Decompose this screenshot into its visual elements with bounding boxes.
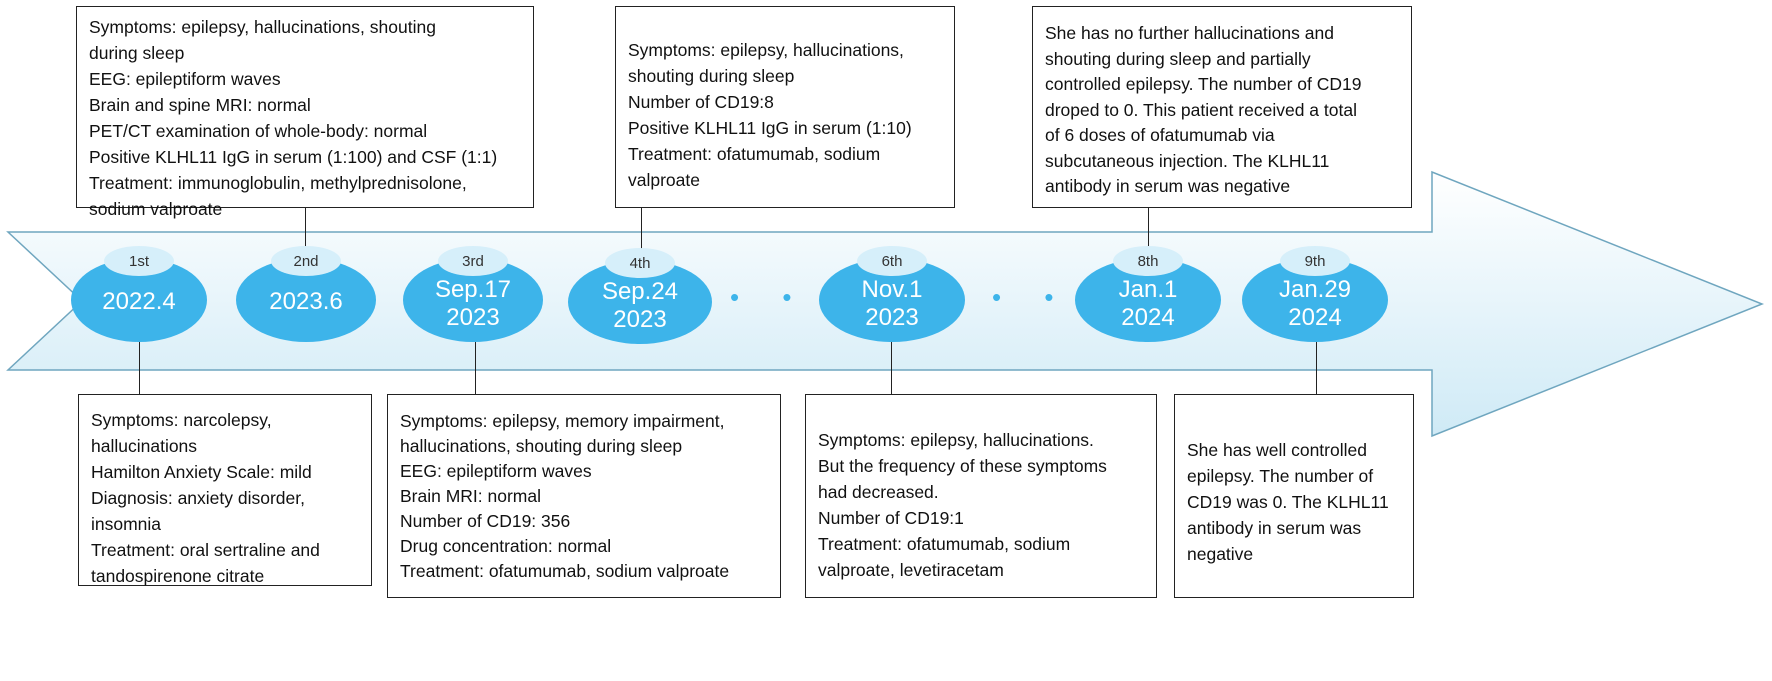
- order-label: 8th: [1113, 246, 1183, 276]
- order-label: 6th: [857, 246, 927, 276]
- connector-bottom-6th: [891, 342, 892, 422]
- connector-top-2nd: [305, 208, 306, 256]
- node-date: 2022.4: [102, 288, 176, 315]
- node-date: Nov.1 2023: [861, 276, 923, 331]
- timeline-node-9th: 9th Jan.29 2024: [1242, 246, 1388, 342]
- order-label: 9th: [1280, 246, 1350, 276]
- connector-bottom-3rd: [475, 342, 476, 410]
- node-date: 2023.6: [269, 288, 343, 315]
- timeline-node-1st: 1st 2022.4: [71, 246, 207, 342]
- node-date: Sep.17 2023: [434, 276, 512, 331]
- order-label: 4th: [605, 248, 675, 278]
- timeline-node-6th: 6th Nov.1 2023: [819, 246, 965, 342]
- info-box-8th: She has no further hallucinations and sh…: [1032, 6, 1412, 208]
- info-box-1st: Symptoms: narcolepsy, hallucinations Ham…: [78, 394, 372, 586]
- connector-bottom-1st: [139, 340, 140, 394]
- info-box-9th: She has well controlled epilepsy. The nu…: [1174, 394, 1414, 598]
- node-date: Jan.29 2024: [1278, 276, 1352, 331]
- timeline-node-2nd: 2nd 2023.6: [236, 246, 376, 342]
- connector-top-8th: [1148, 208, 1149, 258]
- timeline-node-3rd: 3rd Sep.17 2023: [403, 246, 543, 342]
- connector-bottom-9th: [1316, 342, 1317, 394]
- order-label: 3rd: [438, 246, 508, 276]
- order-label: 2nd: [271, 246, 341, 276]
- node-date: Sep.24 2023: [601, 278, 679, 333]
- info-box-4th: Symptoms: epilepsy, hallucinations, shou…: [615, 6, 955, 208]
- info-box-2nd: Symptoms: epilepsy, hallucinations, shou…: [76, 6, 534, 219]
- order-label: 1st: [104, 246, 174, 276]
- info-box-3rd: Symptoms: epilepsy, memory impairment, h…: [387, 394, 781, 598]
- info-box-6th: Symptoms: epilepsy, hallucinations. But …: [805, 394, 1157, 598]
- node-date: Jan.1 2024: [1118, 276, 1178, 331]
- timeline-node-8th: 8th Jan.1 2024: [1075, 246, 1221, 342]
- timeline-node-4th: 4th Sep.24 2023: [568, 248, 712, 344]
- connector-top-4th: [641, 208, 642, 260]
